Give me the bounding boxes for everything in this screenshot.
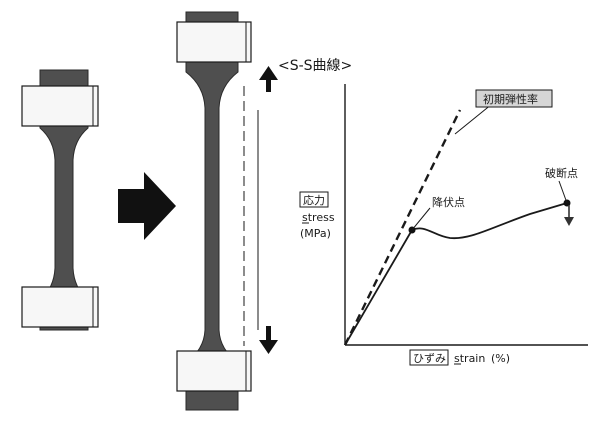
stress-unit-label: (MPa) (300, 227, 331, 240)
stress-jp-box (299, 191, 329, 208)
fracture-leader (558, 180, 568, 204)
specimen-before-body (39, 69, 89, 331)
clamp-bottom-after (176, 350, 252, 392)
strain-unit-label: (%) (491, 352, 510, 365)
strain-en-label: strain (454, 352, 485, 365)
clamp-top-before (21, 85, 99, 127)
stress-strain-curve (344, 202, 568, 346)
initial-modulus-label: 初期弾性率 (483, 92, 538, 106)
clamp-bottom-before (21, 286, 99, 328)
arrow-down-icon (259, 326, 278, 354)
initial-modulus-box (475, 89, 553, 108)
specimen-before (21, 69, 99, 331)
initial-modulus-leader (454, 103, 493, 135)
stress-en-label: stress (302, 211, 335, 224)
clamp-top-after (176, 21, 252, 63)
stress-jp-label: 応力 (303, 193, 325, 207)
yield-point-label: 降伏点 (432, 195, 465, 209)
strain-jp-box (409, 349, 449, 366)
yield-leader (411, 207, 431, 231)
specimen-after-body (185, 11, 239, 411)
specimen-after (176, 11, 259, 411)
fracture-point-label: 破断点 (545, 166, 578, 180)
plot-title: <S-S曲線> (278, 58, 352, 74)
fracture-arrow-icon (564, 205, 574, 226)
arrow-up-icon (259, 66, 278, 92)
arrow-right-icon (118, 172, 176, 240)
initial-modulus-line (343, 109, 462, 346)
strain-jp-label: ひずみ (413, 352, 446, 365)
